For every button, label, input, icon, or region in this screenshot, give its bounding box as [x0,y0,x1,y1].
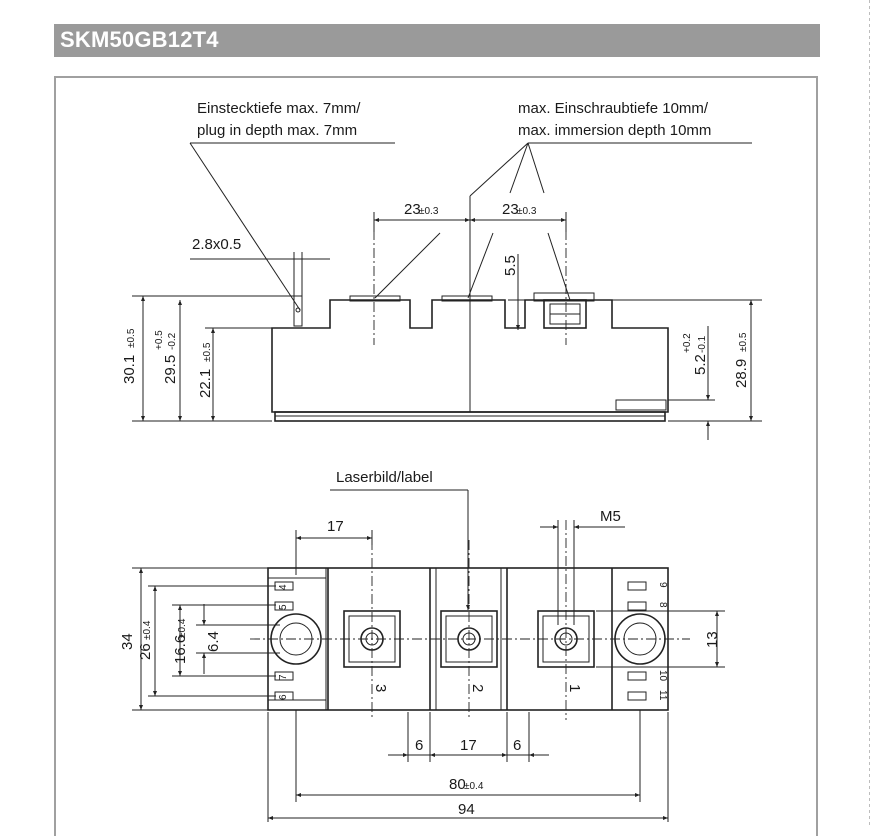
svg-text:6.4: 6.4 [205,631,222,652]
title-bar: SKM50GB12T4 [54,24,820,57]
svg-text:22.1: 22.1 [197,369,214,398]
dim-23-right: 23 ±0.3 [470,201,567,232]
svg-text:80: 80 [449,776,466,793]
dim-pin-width: 2.8x0.5 [190,236,330,298]
note-screw-en: max. immersion depth 10mm [518,122,711,139]
note-depth-de: Einstecktiefe max. 7mm/ [197,100,361,117]
note-depth-en: plug in depth max. 7mm [197,122,357,139]
dim-5-5: 5.5 [502,254,528,330]
svg-text:±0.3: ±0.3 [517,206,537,217]
dim-16-6: 16.6 ±0.4 [172,604,276,677]
dim-13: 13 [596,610,725,668]
svg-text:16.6: 16.6 [172,635,189,664]
svg-text:29.5: 29.5 [162,355,179,384]
dim-34: 34 [119,567,268,711]
pin-7: 7 [278,674,289,680]
note-screw-de: max. Einschraubtiefe 10mm/ [518,100,709,117]
note-screw-leader-c [527,142,545,194]
terminal-1-label: 1 [566,684,583,692]
svg-text:6: 6 [513,737,521,754]
svg-text:17: 17 [460,737,477,754]
svg-text:±0.4: ±0.4 [177,618,188,638]
dim-5-2: 5.2 +0.2 -0.1 [668,326,715,440]
note-label: Laserbild/label [336,469,433,486]
dim-80: 80 ±0.4 [295,710,641,802]
page-title: SKM50GB12T4 [60,27,219,52]
svg-text:5.2: 5.2 [692,354,709,375]
pin-9: 9 [657,582,668,588]
svg-text:±0.3: ±0.3 [419,206,439,217]
pin-10: 10 [657,670,668,682]
pin-11: 11 [657,690,668,701]
svg-text:23: 23 [502,201,519,218]
dim-28-9: 28.9 ±0.5 [595,299,762,422]
svg-text:17: 17 [327,518,344,535]
svg-text:±0.4: ±0.4 [142,620,153,640]
pin-4: 4 [278,584,289,590]
svg-text:-0.2: -0.2 [167,332,178,350]
dim-6-17-6: 6 17 6 [388,712,549,762]
svg-text:+0.5: +0.5 [154,330,165,350]
dim-22-1: 22.1 ±0.5 [197,327,272,421]
svg-text:26: 26 [137,643,154,660]
svg-text:M5: M5 [600,508,621,525]
svg-text:23: 23 [404,201,421,218]
dim-23-left: 23 ±0.3 [373,201,471,232]
svg-text:±0.5: ±0.5 [126,328,137,348]
svg-text:6: 6 [415,737,423,754]
svg-text:2.8x0.5: 2.8x0.5 [192,236,241,253]
svg-text:28.9: 28.9 [733,359,750,388]
pin-8: 8 [657,602,668,608]
page-edge-dotted [869,0,870,828]
dim-6-4: 6.4 [196,604,280,674]
svg-text:30.1: 30.1 [121,355,138,384]
note-depth-leader [189,142,301,311]
terminal-3-label: 3 [372,684,389,692]
svg-text:5.5: 5.5 [502,255,519,276]
svg-text:±0.5: ±0.5 [202,342,213,362]
svg-text:+0.2: +0.2 [682,333,693,353]
dim-29-5: 29.5 +0.5 -0.2 [154,300,182,421]
note-screw-leader-a [469,142,529,197]
dim-26: 26 ±0.4 [137,585,276,697]
svg-text:13: 13 [704,631,721,648]
svg-text:±0.4: ±0.4 [464,781,484,792]
dim-94: 94 [267,712,669,822]
svg-text:94: 94 [458,801,475,818]
dim-30-1: 30.1 ±0.5 [121,295,300,422]
svg-text:34: 34 [119,633,136,650]
note-screw-leader-b [509,142,529,194]
dim-m5: M5 [540,508,625,625]
svg-text:-0.1: -0.1 [697,335,708,353]
side-view [271,196,669,422]
pin-5: 5 [278,604,289,610]
top-view [250,520,690,720]
pin-6: 6 [278,694,289,700]
terminal-2-label: 2 [469,684,486,692]
svg-text:±0.5: ±0.5 [738,332,749,352]
dim-17-top: 17 [295,518,373,575]
drawing-frame [54,76,818,836]
